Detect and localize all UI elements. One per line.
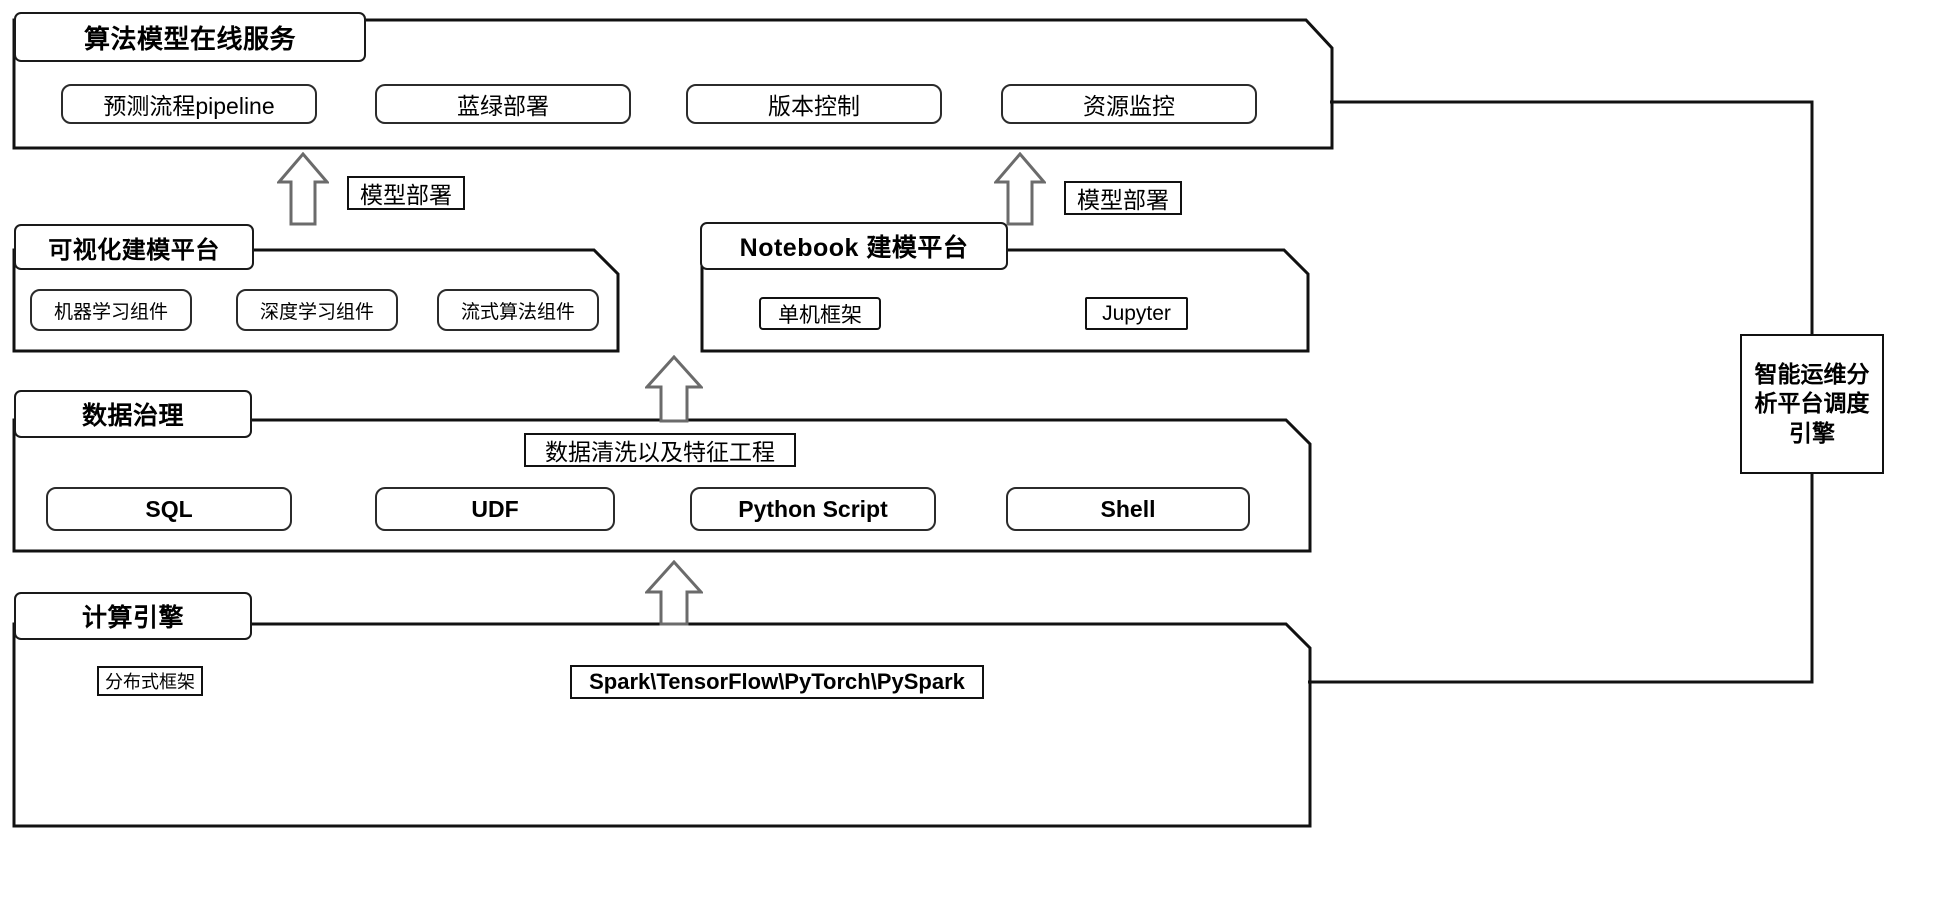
flow-label-data-cleaning: 数据清洗以及特征工程 — [524, 433, 796, 467]
layer-tab-compute-engine[interactable]: 计算引擎 — [14, 592, 252, 640]
flow-label-model-deploy-right: 模型部署 — [1064, 181, 1182, 215]
layer-tab-data-governance[interactable]: 数据治理 — [14, 390, 252, 438]
arrow-up-data-cleaning — [645, 355, 703, 423]
layer-tab-notebook-modeling[interactable]: Notebook 建模平台 — [700, 222, 1008, 270]
item-streaming-components[interactable]: 流式算法组件 — [437, 289, 599, 331]
item-python-script[interactable]: Python Script — [690, 487, 936, 531]
item-blue-green-deploy[interactable]: 蓝绿部署 — [375, 84, 631, 124]
layer-compute-engine-body — [12, 718, 1312, 828]
item-distributed-framework[interactable]: 分布式框架 — [97, 666, 203, 696]
item-standalone-framework[interactable]: 单机框架 — [759, 297, 881, 330]
item-jupyter[interactable]: Jupyter — [1085, 297, 1188, 330]
connector-compute-engine-to-scheduler — [1308, 460, 1828, 700]
flow-label-model-deploy-left: 模型部署 — [347, 176, 465, 210]
layer-tab-visual-modeling[interactable]: 可视化建模平台 — [14, 224, 254, 270]
item-prediction-pipeline[interactable]: 预测流程pipeline — [61, 84, 317, 124]
item-version-control[interactable]: 版本控制 — [686, 84, 942, 124]
arrow-up-model-deploy-right — [994, 152, 1046, 226]
layer-tab-online-service[interactable]: 算法模型在线服务 — [14, 12, 366, 62]
item-sql[interactable]: SQL — [46, 487, 292, 531]
connector-online-service-to-scheduler — [1330, 100, 1830, 350]
item-dl-components[interactable]: 深度学习组件 — [236, 289, 398, 331]
arrow-up-compute-to-governance — [645, 560, 703, 626]
side-panel-scheduler[interactable]: 智能运维分析平台调度引擎 — [1740, 334, 1884, 474]
item-shell[interactable]: Shell — [1006, 487, 1250, 531]
item-udf[interactable]: UDF — [375, 487, 615, 531]
layer-compute-engine-body-outline — [12, 718, 1312, 828]
arrow-up-model-deploy-left — [277, 152, 329, 226]
item-spark-tensorflow-pytorch-pyspark[interactable]: Spark\TensorFlow\PyTorch\PySpark — [570, 665, 984, 699]
item-ml-components[interactable]: 机器学习组件 — [30, 289, 192, 331]
item-resource-monitoring[interactable]: 资源监控 — [1001, 84, 1257, 124]
